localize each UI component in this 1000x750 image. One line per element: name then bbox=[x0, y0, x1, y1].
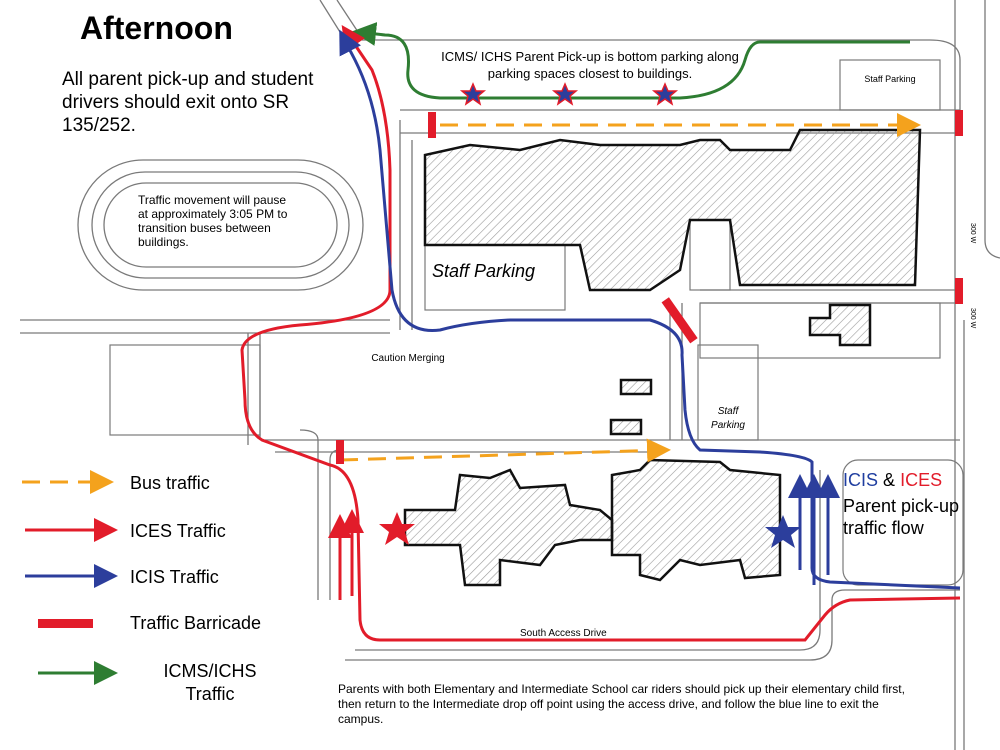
legend-barricade-label: Traffic Barricade bbox=[130, 613, 262, 633]
flow-subtitle: Parent pick-up traffic flow bbox=[843, 496, 960, 538]
legend-barricade-icon bbox=[38, 619, 93, 628]
staff-parking-main-label: Staff Parking bbox=[432, 261, 536, 281]
running-track bbox=[77, 159, 364, 291]
buildings bbox=[403, 128, 922, 587]
annex-building-2 bbox=[609, 418, 643, 436]
legend-icons bbox=[22, 470, 118, 685]
star-intermediate bbox=[765, 515, 801, 548]
road-300w-label-b: 300 W bbox=[969, 308, 976, 329]
legend-bus-label: Bus traffic bbox=[130, 473, 210, 493]
legend-icms-label: ICMS/ICHS Traffic bbox=[163, 661, 257, 704]
staff-parking-mid-label: Staff Parking bbox=[711, 406, 745, 431]
star-pickup-2 bbox=[551, 82, 579, 106]
flow-amp: & bbox=[883, 470, 896, 490]
star-elementary bbox=[379, 512, 415, 545]
icis-route-main bbox=[339, 29, 961, 590]
south-access-drive-label: South Access Drive bbox=[520, 628, 607, 639]
flow-icis-label: ICIS bbox=[843, 470, 879, 490]
barricade-south-west bbox=[336, 440, 344, 464]
annex-building-1 bbox=[619, 378, 653, 396]
star-pickup-3 bbox=[651, 82, 679, 106]
legend-ices-label: ICES Traffic bbox=[130, 521, 226, 541]
caution-merging-label: Caution Merging bbox=[371, 353, 445, 364]
legend-icis-label: ICIS Traffic bbox=[130, 567, 219, 587]
annex-building-3 bbox=[808, 303, 872, 347]
barricade-east-mid bbox=[955, 278, 963, 304]
traffic-barricades bbox=[336, 110, 963, 464]
ices-route-main bbox=[240, 25, 961, 642]
road-300w-label-a: 300 W bbox=[969, 223, 976, 244]
high-school-building bbox=[423, 128, 922, 292]
barricade-angled bbox=[661, 297, 698, 344]
icms-ichs-route bbox=[352, 22, 910, 100]
pickup-note: ICMS/ ICHS Parent Pick-up is bottom park… bbox=[441, 49, 739, 81]
footer-note: Parents with both Elementary and Interme… bbox=[338, 682, 905, 726]
flow-ices-label: ICES bbox=[900, 470, 943, 490]
pause-note: Traffic movement will pause at approxima… bbox=[138, 193, 288, 249]
flow-title: ICIS & ICES bbox=[843, 470, 942, 491]
intro-text: All parent pick-up and student drivers s… bbox=[62, 69, 314, 136]
barricade-north-west bbox=[428, 112, 436, 138]
barricade-north-east bbox=[955, 110, 963, 136]
pickup-stars bbox=[379, 82, 801, 548]
intermediate-building bbox=[610, 458, 782, 582]
star-pickup-1 bbox=[459, 82, 487, 106]
elementary-building bbox=[403, 468, 614, 587]
bus-routes bbox=[339, 113, 921, 463]
staff-parking-ne-label: Staff Parking bbox=[864, 74, 916, 84]
icis-queue-arrows bbox=[788, 474, 840, 585]
page-title: Afternoon bbox=[80, 10, 233, 46]
